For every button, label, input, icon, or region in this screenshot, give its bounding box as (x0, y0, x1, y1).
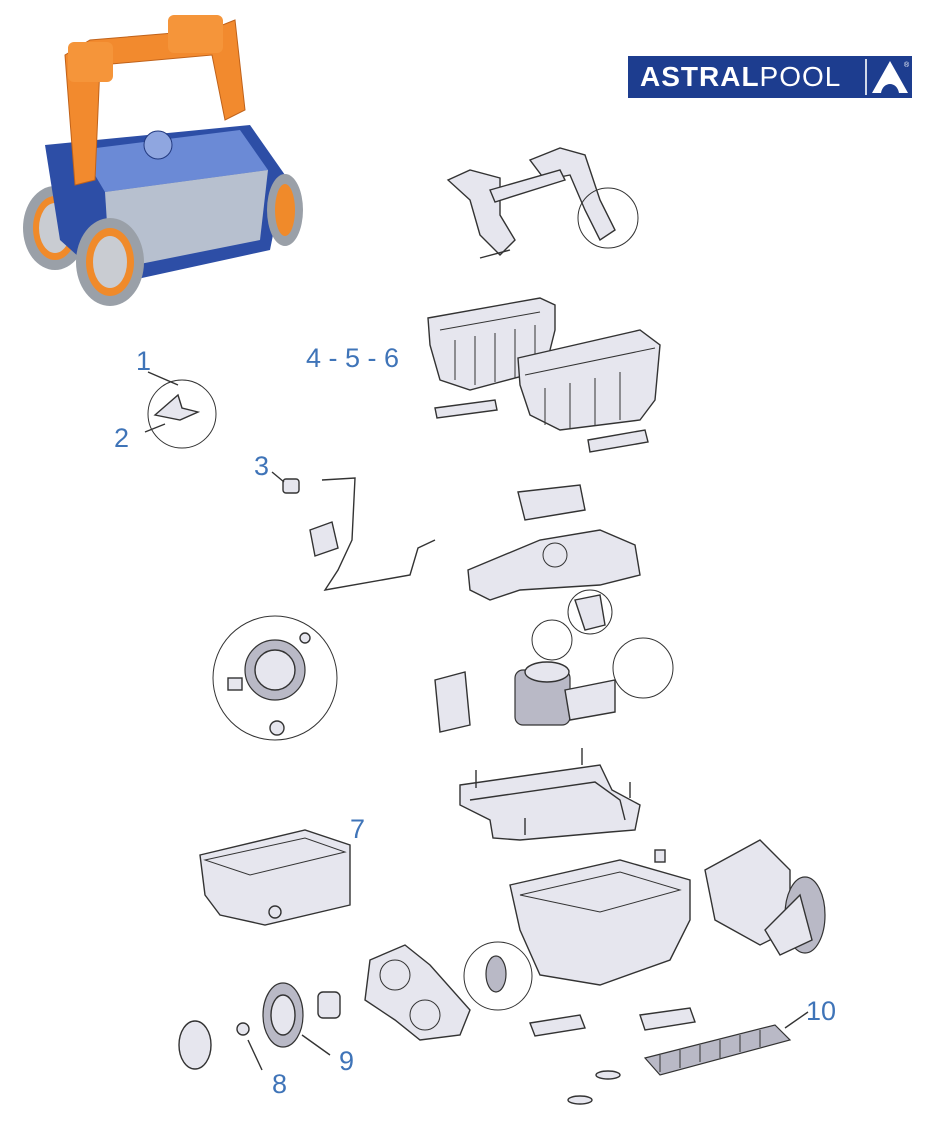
callout-7: 7 (350, 814, 366, 844)
part-gear-wheel (212, 615, 338, 741)
astralpool-logo: ASTRALPOOL ® (628, 56, 912, 98)
callout-10: 10 (806, 996, 837, 1026)
callout-8: 8 (272, 1069, 288, 1099)
part-handle (446, 147, 639, 259)
callout-3: 3 (254, 451, 270, 481)
logo-text-light: POOL (759, 61, 842, 92)
callout-1: 1 (136, 346, 152, 376)
svg-text:®: ® (904, 61, 910, 69)
part-side-cover (364, 941, 533, 1041)
robot-illustration (23, 15, 303, 306)
part-chassis (509, 839, 826, 986)
part-frame (459, 748, 641, 841)
callout-2: 2 (114, 423, 130, 453)
part-control-box (199, 829, 351, 926)
logo-separator (865, 59, 867, 95)
part-filter-baskets (427, 297, 661, 453)
callout-9: 9 (339, 1046, 355, 1076)
logo-triangle-icon: ® (867, 59, 912, 95)
part-hose-assembly (271, 471, 436, 591)
logo-text-bold: ASTRAL (640, 61, 760, 92)
part-motor-column (434, 484, 674, 733)
callout-4-5-6: 4 - 5 - 6 (306, 343, 400, 373)
part-brush (529, 1007, 809, 1105)
part-wheel-assembly (178, 982, 341, 1071)
part-propeller (144, 371, 217, 449)
